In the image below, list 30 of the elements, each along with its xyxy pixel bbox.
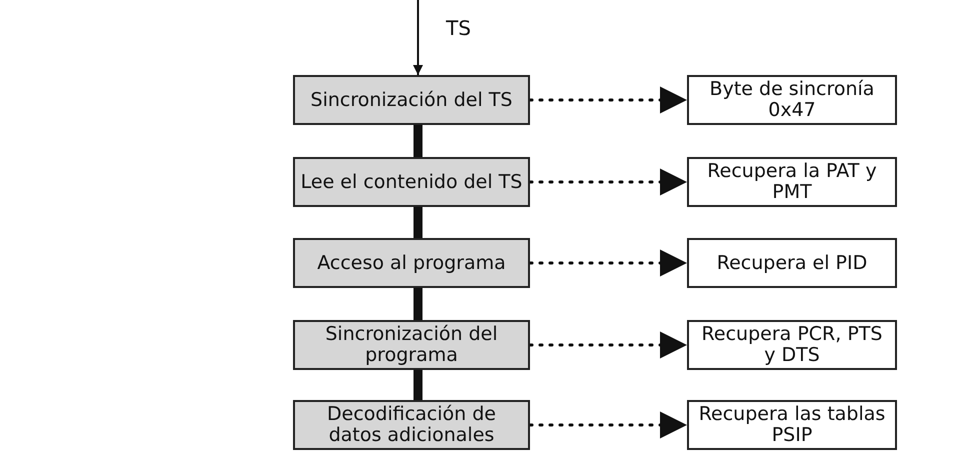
box-text: Acceso al programa xyxy=(317,252,506,274)
process-box xyxy=(293,157,530,207)
box-text: Decodificación de datos adicionales xyxy=(326,404,497,446)
process-box xyxy=(687,75,897,125)
arrow xyxy=(528,412,688,438)
box-text: Recupera PCR, PTS y DTS xyxy=(700,324,884,366)
arrow xyxy=(413,0,423,75)
process-box xyxy=(687,320,897,370)
box-text: Sincronización del TS xyxy=(310,90,512,110)
arrow xyxy=(528,332,688,358)
box-text: Sincronización del programa xyxy=(324,324,499,366)
box-text: Recupera la PAT y PMT xyxy=(706,161,878,203)
box-text: Lee el contenido del TS xyxy=(300,172,522,192)
connector xyxy=(414,288,422,320)
connector xyxy=(414,370,422,400)
arrow xyxy=(528,250,688,276)
process-box xyxy=(687,400,897,450)
box-text: Byte de sincronía 0x47 xyxy=(708,79,876,121)
process-box xyxy=(293,400,530,450)
process-box xyxy=(687,157,897,207)
process-box xyxy=(293,238,530,288)
process-box xyxy=(293,320,530,370)
process-box xyxy=(293,75,530,125)
process-box xyxy=(687,238,897,288)
box-text: Recupera el PID xyxy=(716,252,868,274)
connector xyxy=(414,125,422,157)
arrow xyxy=(528,86,688,114)
box-text: Recupera las tablas PSIP xyxy=(698,404,886,446)
connector xyxy=(414,207,422,238)
arrow xyxy=(528,168,688,196)
